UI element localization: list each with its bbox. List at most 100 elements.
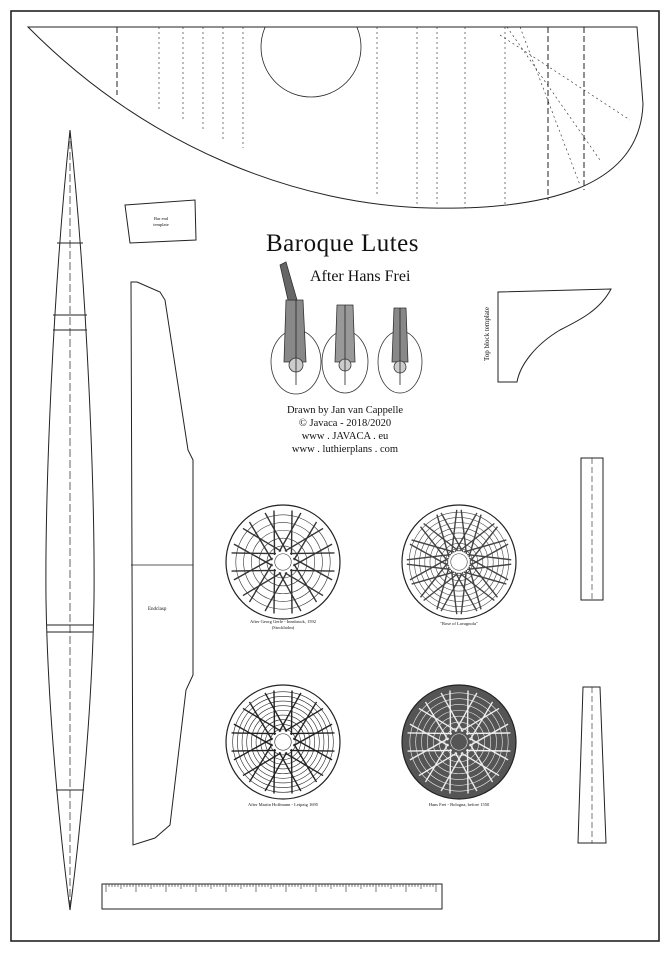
rose-ring xyxy=(232,691,334,793)
rose-strapwork xyxy=(278,751,302,792)
rose-ring xyxy=(251,530,315,594)
rose-3-caption: After Martin Hoffmann - Leipzig 1695 xyxy=(247,802,319,807)
rose-ring xyxy=(246,705,320,779)
rose-ring xyxy=(427,710,491,774)
rose-strapwork xyxy=(468,543,509,567)
rose-strapwork xyxy=(450,570,458,615)
rose-ring xyxy=(421,704,497,780)
rose-strapwork xyxy=(293,701,318,741)
rose-4-caption: Hans Frei - Bologna, before 1550 xyxy=(428,802,490,807)
rose-strapwork xyxy=(467,563,512,571)
rose-strapwork xyxy=(454,751,478,792)
rose-strapwork xyxy=(407,732,452,735)
bar-end-template xyxy=(124,199,197,244)
rose-ring xyxy=(429,532,489,592)
rose-strapwork xyxy=(436,566,450,610)
rose-strapwork xyxy=(460,752,500,777)
rose-strapwork xyxy=(459,572,495,602)
rose-strapwork xyxy=(411,539,455,553)
rose-strapwork xyxy=(264,512,288,553)
rose-strapwork xyxy=(292,543,333,567)
rose-strapwork xyxy=(248,563,273,603)
rose-strapwork xyxy=(449,749,452,794)
rose-strapwork xyxy=(248,743,273,783)
rose-strapwork xyxy=(284,572,324,597)
rose-strapwork xyxy=(469,526,499,562)
rose-strapwork xyxy=(273,749,276,794)
rose-strapwork xyxy=(264,692,288,733)
rose-ring xyxy=(251,710,315,774)
rose-ring xyxy=(434,537,484,587)
endclasp-label: Endclasp xyxy=(148,607,167,612)
rose-ring xyxy=(241,700,325,784)
endclasp-template xyxy=(130,281,194,846)
lute-illustrations xyxy=(270,261,423,395)
rose-strapwork xyxy=(440,692,464,733)
rose-strapwork xyxy=(454,571,478,612)
rose-strapwork xyxy=(290,749,335,752)
rose-strapwork xyxy=(273,690,276,735)
bar-end-label: Bar end template xyxy=(153,216,169,227)
rose-strapwork xyxy=(468,723,509,747)
rose-strapwork xyxy=(423,522,459,552)
rose-ring xyxy=(255,714,311,770)
rose-3 xyxy=(225,684,341,800)
rose-1-caption: After Georg Gerle - Innsbruck, 1592 xyxy=(250,619,316,624)
rose-ring xyxy=(445,548,473,576)
rose-strapwork xyxy=(290,552,335,555)
page-title: Baroque Lutes xyxy=(266,230,419,257)
rose-ring xyxy=(409,692,509,792)
rose-strapwork xyxy=(273,510,276,555)
scale-ruler xyxy=(101,883,443,910)
rose-hole-outline xyxy=(260,27,362,98)
rose-strapwork xyxy=(406,553,451,561)
rose-strapwork xyxy=(242,707,282,732)
rose-ring xyxy=(408,511,510,613)
rose-ring xyxy=(440,543,478,581)
credit-site-luthierplans: www . luthierplans . com xyxy=(291,444,399,455)
rose-strapwork xyxy=(290,749,293,794)
top-block-label: Top block template xyxy=(482,307,491,361)
rose-2-caption: "Rose of Lavagnola" xyxy=(440,621,478,626)
rose-strapwork xyxy=(466,732,511,735)
rose-strapwork xyxy=(273,569,276,614)
rose-strapwork xyxy=(242,527,282,552)
rose-ring xyxy=(432,715,486,769)
rose-strapwork xyxy=(463,571,507,585)
rose-1 xyxy=(225,504,341,620)
rose-strapwork xyxy=(290,569,335,572)
rose-ring xyxy=(237,696,329,788)
rose-strapwork xyxy=(284,752,324,777)
credit-drawn-by: Drawn by Jan van Cappelle xyxy=(286,405,404,416)
rose-strapwork xyxy=(460,509,468,554)
rose-strapwork xyxy=(418,707,458,732)
top-block-template xyxy=(497,288,612,383)
rose-strapwork xyxy=(449,690,452,735)
rose-ring xyxy=(415,698,503,786)
rose-strapwork xyxy=(409,737,450,761)
rose-strapwork xyxy=(424,743,449,783)
rose-ring xyxy=(424,527,494,597)
rose-ring xyxy=(235,514,331,610)
credit-copyright: © Javaca - 2018/2020 xyxy=(298,418,392,429)
rose-strapwork xyxy=(290,690,293,735)
rose-strapwork xyxy=(409,557,450,581)
rib-template xyxy=(45,129,95,911)
rose-ring xyxy=(243,522,323,602)
rose-1-caption-2: (Stockholm) xyxy=(271,625,295,630)
rose-strapwork xyxy=(468,514,482,558)
rose-strapwork xyxy=(407,749,452,752)
rose-strapwork xyxy=(466,749,469,794)
rose-ring xyxy=(260,719,306,765)
rose-strapwork xyxy=(419,562,449,598)
side-strips xyxy=(577,457,607,844)
rose-strapwork xyxy=(233,737,274,761)
rose-ring xyxy=(438,721,480,763)
rose-strapwork xyxy=(469,701,494,741)
rose-ring xyxy=(450,553,468,571)
rose-ring xyxy=(444,727,474,757)
rose-strapwork xyxy=(290,569,293,614)
rose-ring xyxy=(274,553,292,571)
rose-strapwork xyxy=(440,512,464,553)
